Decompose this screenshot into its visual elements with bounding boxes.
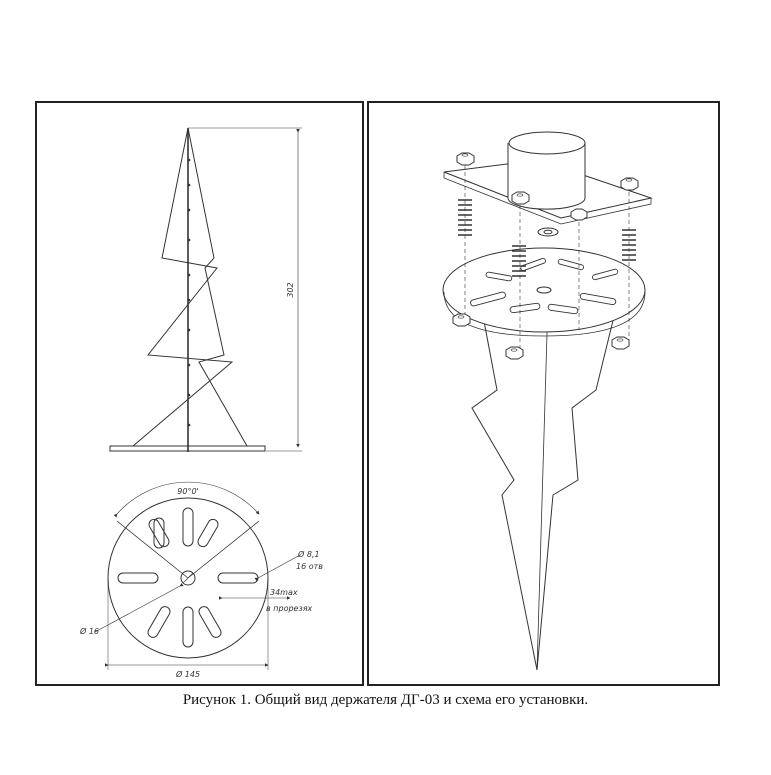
base-disc [442, 247, 646, 333]
hole-count-label: 16 отв [296, 562, 323, 571]
slot-length-label: 34max [270, 588, 298, 597]
disc-diameter-label: Ø 145 [175, 669, 200, 679]
disc-top-view [94, 481, 301, 670]
height-dimension: 302 [286, 282, 295, 297]
spring [458, 199, 636, 277]
rivet-dots [187, 158, 191, 427]
stake [471, 299, 619, 671]
nut [452, 152, 639, 360]
slot-note-label: в прорезях [266, 604, 313, 613]
figure-caption: Рисунок 1. Общий вид держателя ДГ-03 и с… [182, 692, 589, 708]
stake-side-view [109, 127, 302, 452]
hole-diameter-label: Ø 8,1 [297, 549, 320, 559]
center-hole-label: Ø 16 [79, 626, 99, 636]
tube [507, 131, 586, 210]
angle-dimension: 90°0' [177, 487, 198, 496]
drawing-panel [35, 101, 364, 686]
exploded-assembly [442, 131, 653, 671]
